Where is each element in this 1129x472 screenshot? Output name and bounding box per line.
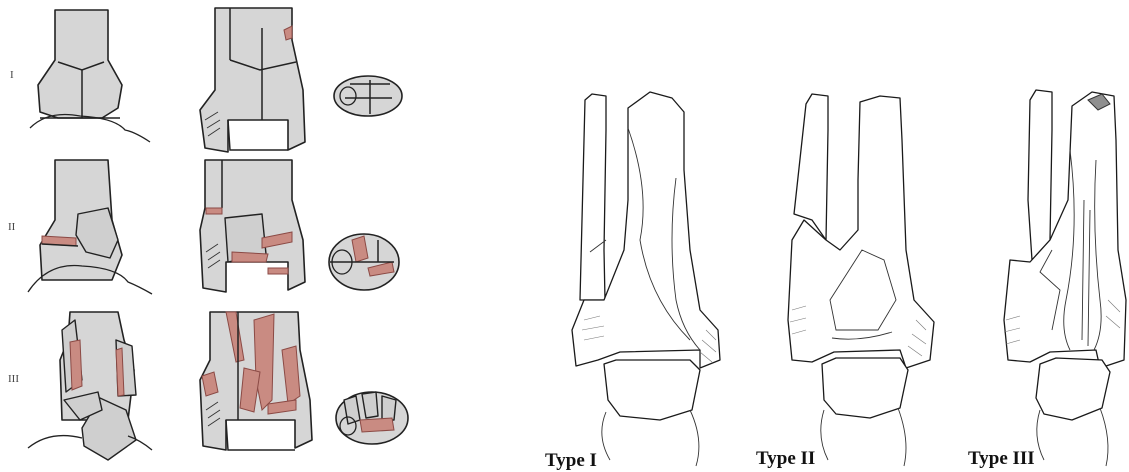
type-label-2: Type II <box>756 448 815 469</box>
row-3-front-view <box>28 312 152 460</box>
type-2-sketch <box>788 94 934 466</box>
row-1-oblique-view <box>200 8 305 152</box>
row-label-2: II <box>8 221 16 233</box>
type-3-sketch <box>1004 90 1126 466</box>
row-2-front-view <box>28 160 152 294</box>
type-label-3: Type III <box>968 448 1035 469</box>
row-3-oblique-view <box>200 312 312 450</box>
row-label-3: III <box>8 373 19 385</box>
row-3-axial-view <box>336 392 408 444</box>
row-2-oblique-view <box>200 160 305 292</box>
row-1-axial-view <box>334 76 402 116</box>
type-sketches: Type I Type II Type III <box>545 90 1126 471</box>
row-1-front-view <box>30 10 150 142</box>
classification-schematic: I II III <box>8 8 408 460</box>
row-2-axial-view <box>329 234 399 290</box>
type-1-sketch <box>572 92 720 466</box>
row-label-1: I <box>10 69 14 81</box>
type-label-1: Type I <box>545 450 597 471</box>
